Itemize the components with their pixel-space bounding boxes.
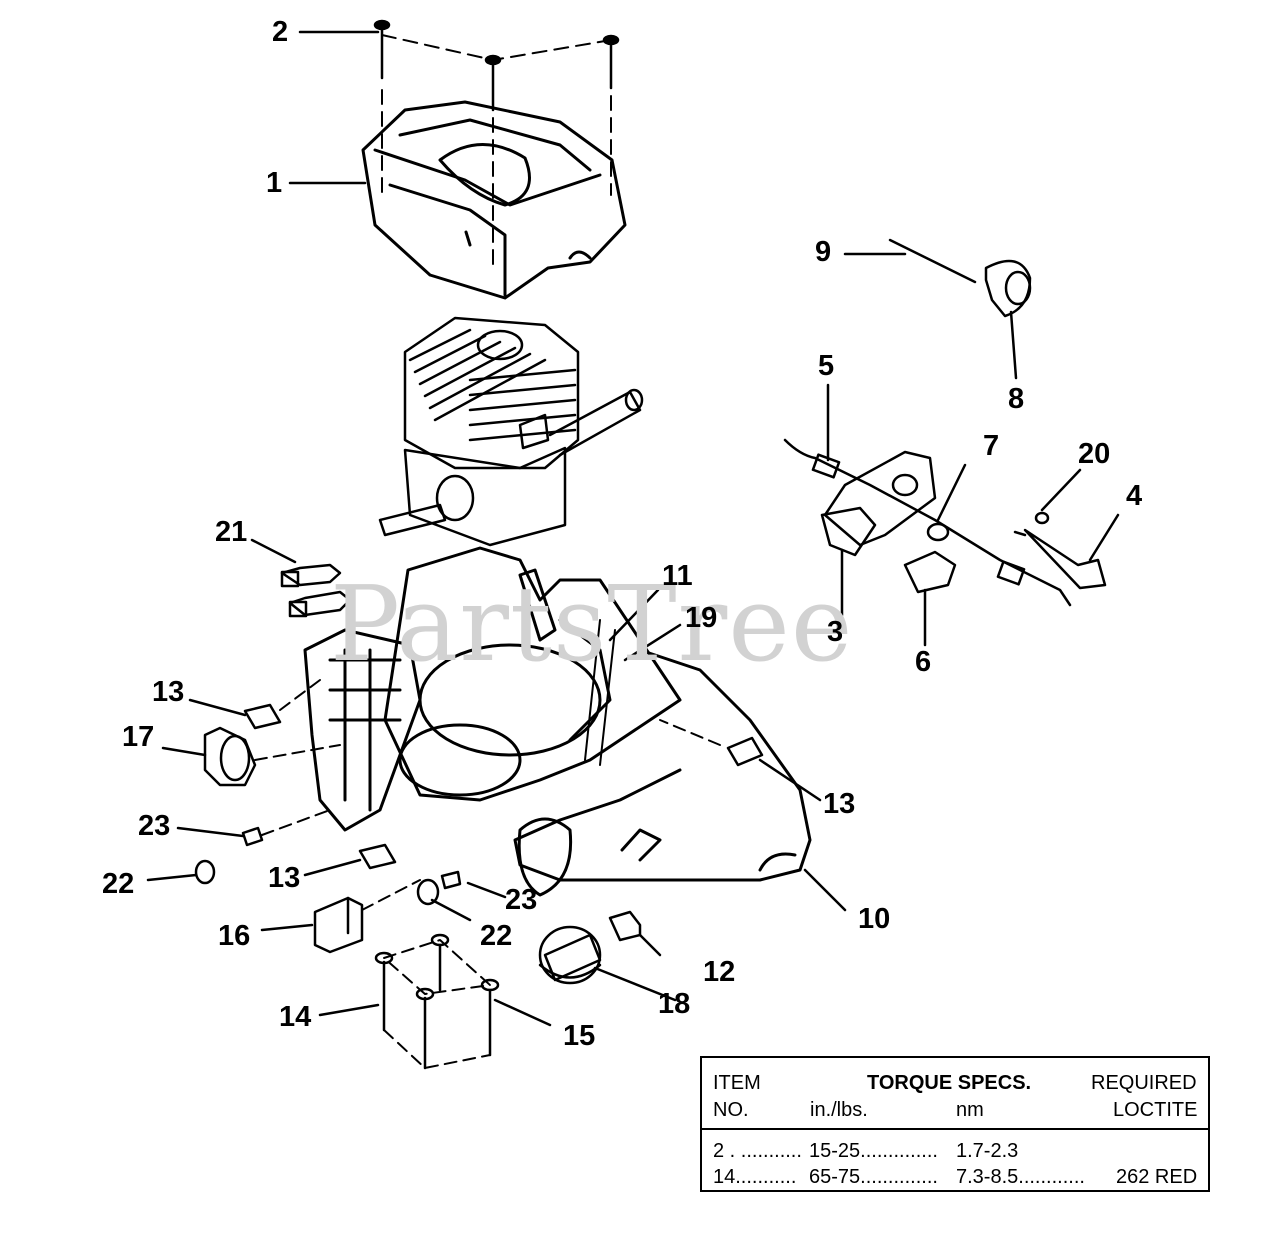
watermark: PartsTree: [330, 563, 854, 685]
cylinder-assembly: [378, 316, 644, 547]
callout-8: 8: [1008, 383, 1025, 415]
row-2-item: 14...........: [713, 1166, 797, 1188]
callout-14: 14: [279, 1001, 312, 1033]
table-divider: [702, 1128, 1208, 1130]
small-parts-22-23: [194, 809, 462, 906]
header-inlbs: in./lbs.: [810, 1099, 868, 1121]
header-no: NO.: [713, 1099, 749, 1121]
callout-23-left: 23: [138, 810, 171, 842]
callout-20: 20: [1078, 438, 1111, 470]
row-1-inlbs: 15-25..............: [809, 1140, 938, 1162]
crankcase: [303, 546, 812, 897]
callout-13-left: 13: [152, 676, 185, 708]
header-torque-specs: TORQUE SPECS.: [867, 1072, 1032, 1094]
callout-11: 11: [662, 560, 693, 592]
header-nm: nm: [956, 1099, 984, 1121]
callout-13-right: 13: [823, 788, 856, 820]
switch-parts: [783, 438, 1107, 607]
callout-12: 12: [703, 956, 736, 988]
callout-4: 4: [1126, 480, 1143, 512]
callout-17: 17: [122, 721, 155, 753]
row-1-nm: 1.7-2.3: [956, 1140, 1019, 1162]
oil-pump: [203, 726, 341, 787]
header-required: REQUIRED: [1091, 1072, 1197, 1094]
cap-and-valve: [538, 910, 642, 985]
callout-16: 16: [218, 920, 251, 952]
callout-13-bottom: 13: [268, 862, 301, 894]
callout-22-left: 22: [102, 868, 135, 900]
row-2-inlbs: 65-75..............: [809, 1166, 938, 1188]
torque-specs-table: ITEM NO. TORQUE SPECS. in./lbs. nm REQUI…: [700, 1056, 1210, 1192]
leader-lines: [146, 30, 1120, 1027]
callout-21: 21: [215, 516, 248, 548]
clips-13: [243, 679, 764, 870]
row-2-nm: 7.3-8.5............: [956, 1166, 1085, 1188]
bolts-14-15: [374, 933, 500, 1070]
callout-15: 15: [563, 1020, 596, 1052]
row-2-loctite: 262 RED: [1116, 1166, 1198, 1188]
callout-10: 10: [858, 903, 891, 935]
header-loctite: LOCTITE: [1113, 1099, 1198, 1121]
header-item: ITEM: [713, 1072, 761, 1094]
callout-22-right: 22: [480, 920, 513, 952]
callout-3: 3: [827, 616, 844, 648]
foam-block-16: [313, 879, 421, 954]
primer-bulb: [888, 238, 1032, 380]
callout-7: 7: [983, 430, 1000, 462]
callout-19: 19: [685, 602, 718, 634]
callout-2: 2: [272, 16, 289, 48]
callout-18: 18: [658, 988, 691, 1020]
callout-6: 6: [915, 646, 932, 678]
callout-1: 1: [266, 167, 283, 199]
cylinder-cover: [361, 100, 627, 300]
callout-5: 5: [818, 350, 835, 382]
row-1-item: 2 . ...........: [713, 1140, 802, 1162]
callout-23-right: 23: [505, 884, 538, 916]
bolts-21: [280, 563, 352, 618]
callout-9: 9: [815, 236, 832, 268]
